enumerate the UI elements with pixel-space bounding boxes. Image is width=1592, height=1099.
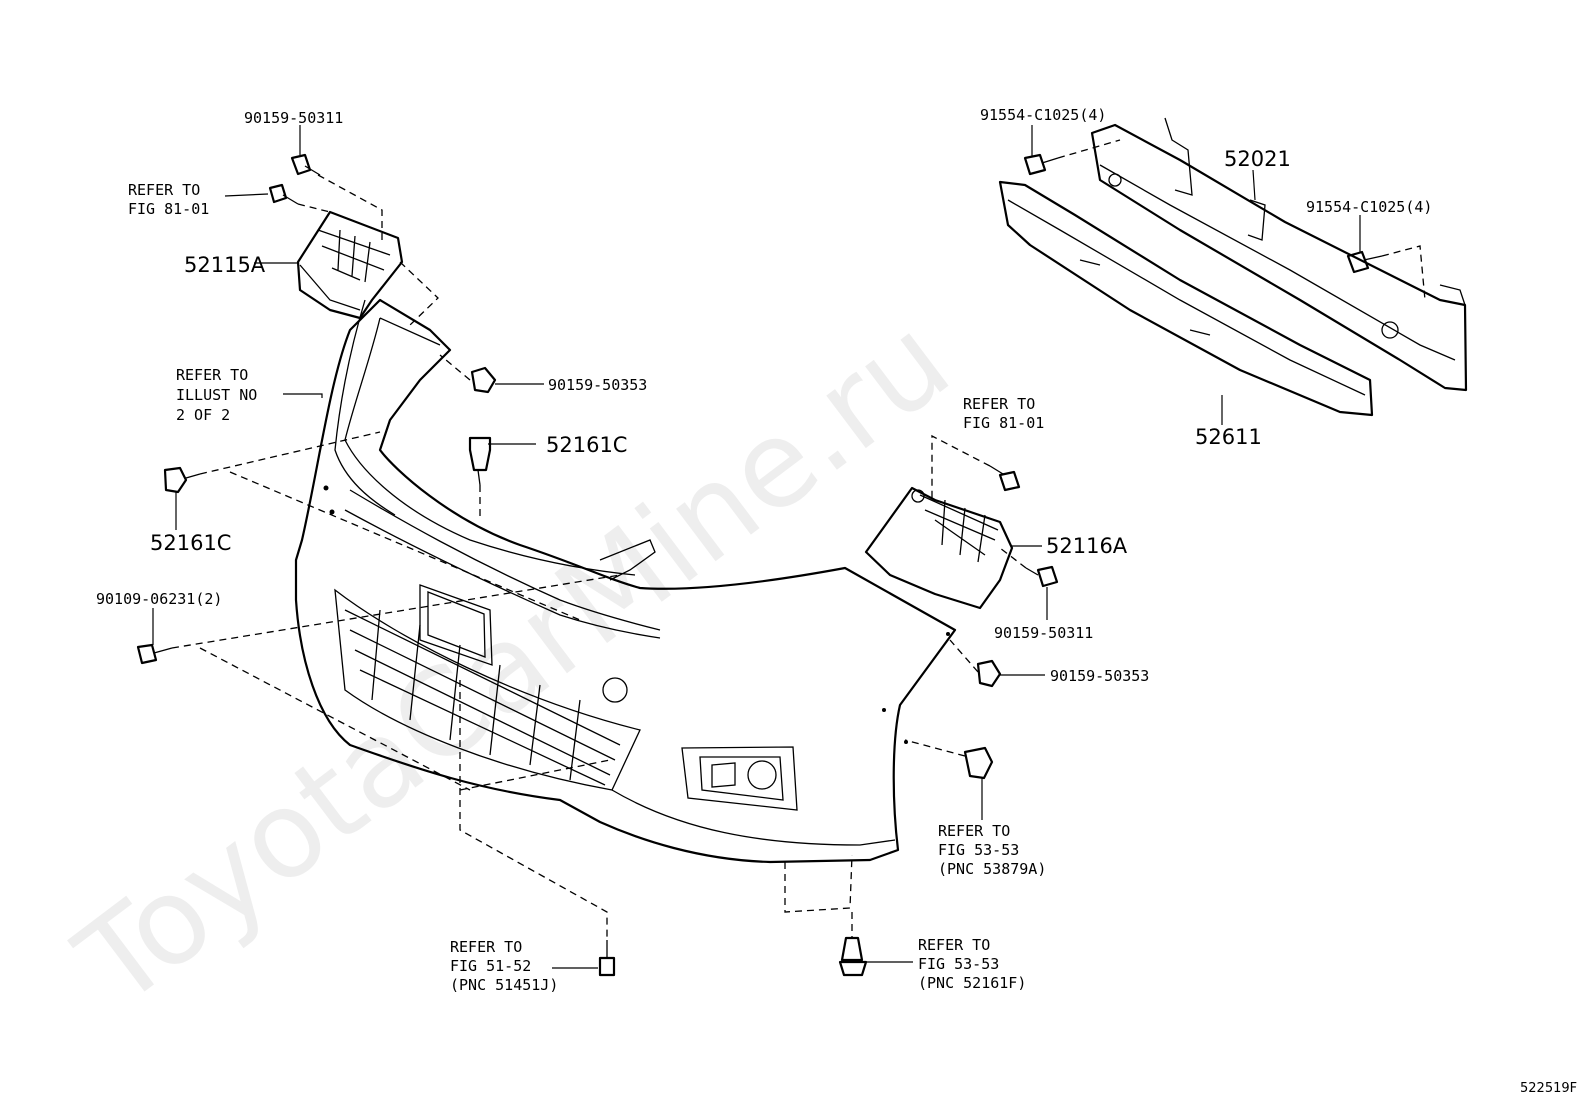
- label-91554-c1025-left[interactable]: 91554-C1025(4): [980, 106, 1106, 124]
- label-refer-5152-line1: REFER TO: [450, 938, 522, 956]
- label-refer-5353a-line3: (PNC 53879A): [938, 860, 1046, 878]
- label-refer-5353f-line1: REFER TO: [918, 936, 990, 954]
- screw-90109-06231[interactable]: [136, 643, 173, 665]
- bolt-90159-50311-right[interactable]: [1025, 565, 1059, 588]
- figure-id: 522519F: [1520, 1081, 1577, 1096]
- bolt-91554-c1025-right[interactable]: [1346, 250, 1383, 274]
- clip-52161c-left[interactable]: [163, 466, 201, 494]
- label-91554-c1025-right[interactable]: 91554-C1025(4): [1306, 198, 1432, 216]
- energy-absorber-52611[interactable]: [998, 180, 1374, 417]
- label-90109-06231[interactable]: 90109-06231(2): [96, 590, 222, 608]
- right-retainer-52116a[interactable]: [864, 486, 1014, 610]
- label-refer-5353f-line3: (PNC 52161F): [918, 974, 1026, 992]
- clip-90159-50353-right[interactable]: [976, 659, 1002, 688]
- front-bumper-cover[interactable]: [294, 298, 957, 864]
- label-refer-5353a-line1: REFER TO: [938, 822, 1010, 840]
- label-52611[interactable]: 52611: [1195, 425, 1262, 449]
- label-refer-fig81-left-line2[interactable]: FIG 81-01: [128, 200, 209, 218]
- label-52021[interactable]: 52021: [1224, 147, 1291, 171]
- left-retainer-52115a[interactable]: [296, 210, 404, 320]
- leader-lines: [152, 125, 1361, 969]
- label-refer-illust-line2: ILLUST NO: [176, 386, 257, 404]
- label-52116a[interactable]: 52116A: [1046, 534, 1128, 558]
- label-refer-5353a-line2[interactable]: FIG 53-53: [938, 841, 1019, 859]
- bolt-refer-fig81-right[interactable]: [989, 465, 1021, 492]
- label-refer-illust-line3: 2 OF 2: [176, 406, 230, 424]
- label-52161c-center[interactable]: 52161C: [546, 433, 627, 457]
- screw-51451j[interactable]: [598, 940, 616, 977]
- bumper-reinforcement-52021[interactable]: [1090, 117, 1468, 392]
- label-refer-illust-line1: REFER TO: [176, 366, 248, 384]
- clip-90159-50353-top[interactable]: [470, 366, 497, 394]
- label-52115a[interactable]: 52115A: [184, 253, 266, 277]
- label-90159-50311-right[interactable]: 90159-50311: [994, 624, 1093, 642]
- clip-53879a[interactable]: [963, 746, 994, 780]
- assembly-lines: [171, 139, 1426, 940]
- label-90159-50353-right[interactable]: 90159-50353: [1050, 667, 1149, 685]
- bolt-91554-c1025-left[interactable]: [1023, 153, 1059, 176]
- clip-52161f[interactable]: [838, 936, 868, 977]
- bolt-refer-fig81-left[interactable]: [268, 183, 299, 205]
- label-refer-5353f-line2[interactable]: FIG 53-53: [918, 955, 999, 973]
- callout-labels: 90159-50311 REFER TO FIG 81-01 52115A 90…: [96, 106, 1577, 1096]
- label-52161c-left[interactable]: 52161C: [150, 531, 231, 555]
- label-refer-fig81-right-line1: REFER TO: [963, 395, 1035, 413]
- label-90159-50311-top[interactable]: 90159-50311: [244, 109, 343, 127]
- clip-52161c-center[interactable]: [468, 436, 492, 486]
- bolt-90159-50311-top[interactable]: [290, 153, 321, 176]
- label-refer-fig81-left-line1: REFER TO: [128, 181, 200, 199]
- fasteners: [136, 153, 1383, 977]
- label-refer-fig81-right-line2[interactable]: FIG 81-01: [963, 414, 1044, 432]
- label-refer-5152-line2[interactable]: FIG 51-52: [450, 957, 531, 975]
- label-refer-5152-line3: (PNC 51451J): [450, 976, 558, 994]
- label-90159-50353-top[interactable]: 90159-50353: [548, 376, 647, 394]
